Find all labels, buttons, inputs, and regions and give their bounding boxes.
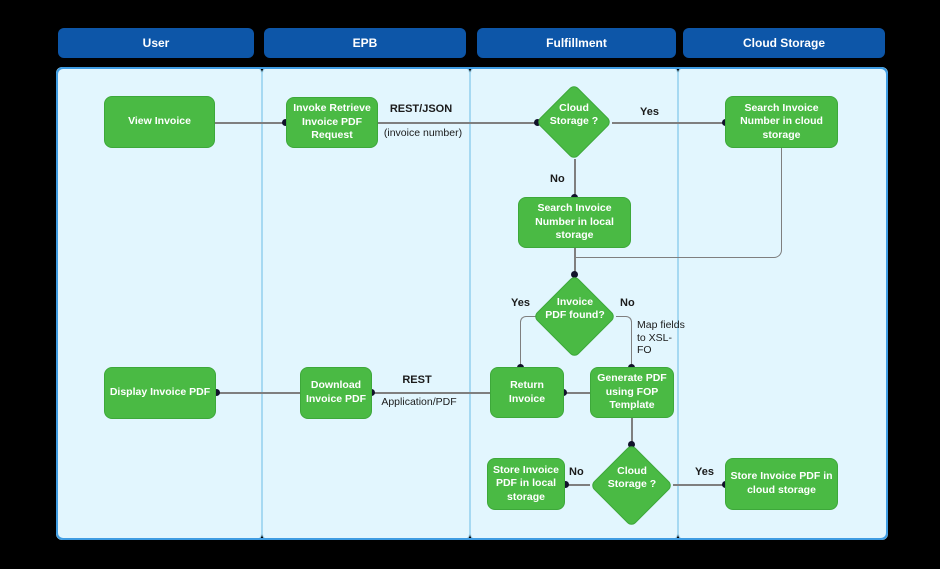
node-display-invoice-label: Display Invoice PDF: [109, 386, 211, 399]
connector-found-no: [616, 316, 632, 367]
junction-dot: [627, 440, 635, 448]
node-download-invoice: Download Invoice PDF: [300, 367, 372, 419]
node-store-cloud: Store Invoice PDF in cloud storage: [725, 458, 838, 510]
node-search-local-label: Search Invoice Number in local storage: [535, 202, 614, 242]
node-search-local: Search Invoice Number in local storage: [518, 197, 631, 248]
junction-dot: [570, 270, 578, 278]
edge-label-rest-json: REST/JSON: [389, 103, 453, 115]
decision-cloud-storage-bottom-label: Cloud Storage ?: [607, 465, 657, 491]
lane-header-cloud-storage-label: Cloud Storage: [742, 36, 825, 50]
lane-header-fulfillment-label: Fulfillment: [546, 36, 607, 50]
edge-label-yes-bottom: Yes: [695, 466, 714, 478]
node-invoke-retrieve-label: Invoke Retrieve Invoice PDF Request: [293, 102, 371, 142]
node-return-invoice: Return Invoice: [490, 367, 564, 418]
lane-header-fulfillment: Fulfillment: [477, 28, 676, 58]
node-store-local: Store Invoice PDF in local storage: [487, 458, 565, 510]
junction-dot: [212, 388, 220, 396]
node-store-cloud-label: Store Invoice PDF in cloud storage: [730, 470, 833, 496]
decision-cloud-storage-top-label: Cloud Storage ?: [549, 102, 599, 128]
connector-generate-to-return: [563, 392, 590, 394]
node-generate-pdf: Generate PDF using FOP Template: [590, 367, 674, 418]
node-view-invoice: View Invoice: [104, 96, 215, 148]
edge-label-map-fields: Map fields to XSL-FO: [637, 319, 685, 357]
connector-found-yes: [520, 316, 536, 367]
lane-header-cloud-storage: Cloud Storage: [683, 28, 885, 58]
edge-label-no-bottom: No: [569, 466, 584, 478]
edge-label-no-top: No: [550, 173, 565, 185]
edge-label-application-pdf: Application/PDF: [381, 396, 457, 408]
edge-label-invoice-number: (invoice number): [383, 127, 463, 139]
edge-label-yes-found: Yes: [511, 297, 530, 309]
node-store-local-label: Store Invoice PDF in local storage: [493, 463, 559, 503]
node-return-invoice-label: Return Invoice: [508, 378, 546, 405]
connector-decision-bottom-no: [565, 484, 590, 486]
edge-label-no-found: No: [620, 297, 635, 309]
junction-dot: [561, 480, 569, 488]
lane-header-user-label: User: [142, 36, 170, 50]
junction-dot: [281, 118, 289, 126]
node-search-cloud-label: Search Invoice Number in cloud storage: [740, 101, 823, 141]
lane-header-epb-label: EPB: [352, 36, 378, 50]
connector-download-to-display: [216, 392, 300, 394]
connector-decision-bottom-yes: [673, 484, 725, 486]
lane-header-user: User: [58, 28, 254, 58]
connector-search-local-to-found: [574, 247, 576, 277]
node-display-invoice: Display Invoice PDF: [104, 367, 216, 419]
decision-invoice-pdf-found-label: Invoice PDF found?: [545, 296, 605, 322]
connector-invoke-to-decision-top: [377, 122, 537, 124]
node-generate-pdf-label: Generate PDF using FOP Template: [597, 372, 667, 412]
connector-generate-to-decision-bottom: [631, 417, 633, 444]
edge-label-yes-top: Yes: [640, 106, 659, 118]
connector-decision-top-yes: [612, 122, 725, 124]
connector-view-to-invoke: [215, 122, 286, 124]
node-view-invoice-label: View Invoice: [128, 115, 191, 128]
connector-search-cloud-loop: [574, 148, 782, 258]
connector-decision-top-no: [574, 159, 576, 197]
lane-header-epb: EPB: [264, 28, 466, 58]
node-invoke-retrieve: Invoke Retrieve Invoice PDF Request: [286, 97, 378, 148]
node-download-invoice-label: Download Invoice PDF: [305, 379, 367, 405]
node-search-cloud: Search Invoice Number in cloud storage: [725, 96, 838, 148]
connector-return-to-download: [372, 392, 490, 394]
edge-label-rest: REST: [402, 374, 432, 386]
